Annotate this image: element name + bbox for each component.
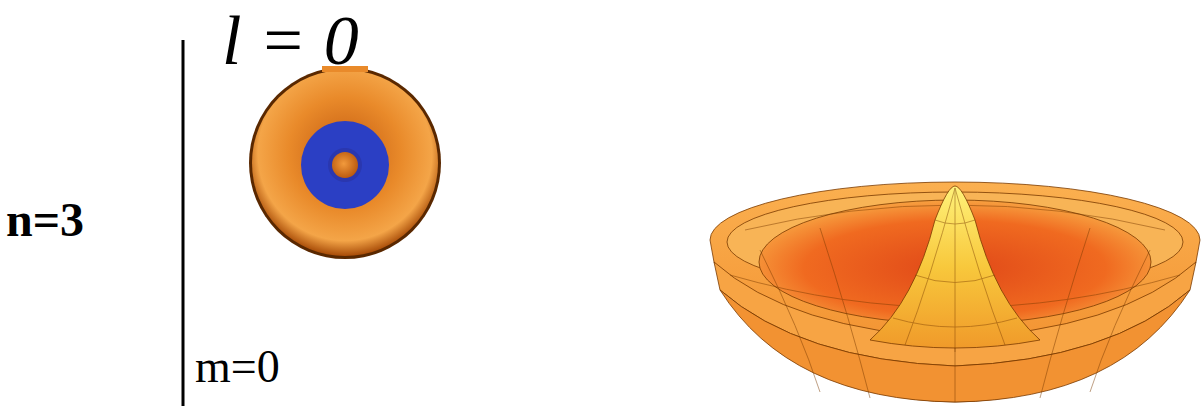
quantum-number-m: m=0 xyxy=(195,344,280,390)
quantum-number-n: n=3 xyxy=(6,196,84,244)
divider-line xyxy=(182,40,185,406)
quantum-number-l: l = 0 xyxy=(222,6,359,76)
orbital-disc xyxy=(249,66,441,259)
surface-plot xyxy=(710,182,1200,402)
